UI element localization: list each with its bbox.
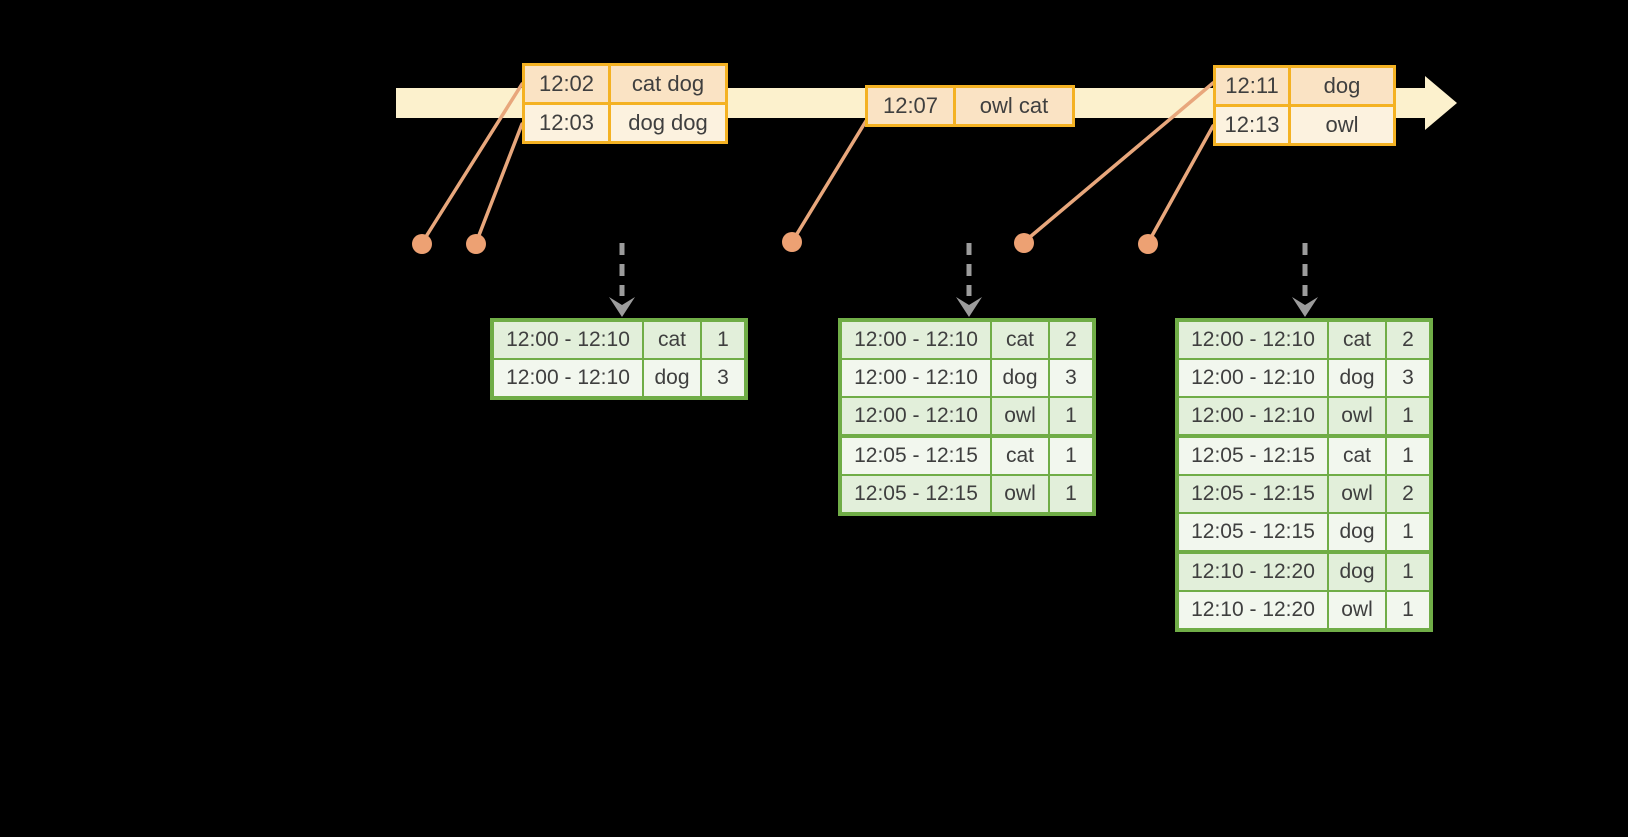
count-cell: 3 xyxy=(1385,360,1429,396)
event-words: owl xyxy=(1325,112,1359,137)
count-cell: 2 xyxy=(1385,322,1429,358)
count-cell: 1 xyxy=(700,322,744,358)
trigger-arrowhead-icon xyxy=(609,297,635,317)
table-row: 12:05 - 12:15 owl 2 xyxy=(1179,474,1429,512)
window-cell: 12:00 - 12:10 xyxy=(506,366,630,389)
event-row: 12:11 dog xyxy=(1216,68,1393,104)
trigger-arrows xyxy=(609,243,1318,317)
event-dot-icon xyxy=(782,232,802,252)
animal-cell: cat xyxy=(642,322,700,358)
event-time: 12:03 xyxy=(525,105,611,141)
event-dot-icon xyxy=(412,234,432,254)
connector-line-1 xyxy=(420,82,524,245)
connector-line-2 xyxy=(474,122,524,245)
count-cell: 1 xyxy=(1385,592,1429,628)
animal-cell: cat xyxy=(1327,322,1385,358)
animal-cell: owl xyxy=(990,398,1048,434)
event-words: dog xyxy=(1323,73,1361,98)
connector-lines xyxy=(420,81,1215,245)
event-time: 12:02 xyxy=(525,66,611,102)
event-time: 12:07 xyxy=(868,88,956,124)
table-row: 12:00 - 12:10 dog 3 xyxy=(1179,358,1429,396)
window-cell: 12:10 - 12:20 xyxy=(1191,560,1315,583)
result-table-3: 12:00 - 12:10 cat 2 12:00 - 12:10 dog 3 … xyxy=(1175,318,1433,632)
animal-cell: owl xyxy=(1327,476,1385,512)
count-cell: 1 xyxy=(1385,398,1429,434)
event-time: 12:11 xyxy=(1216,68,1291,104)
window-cell: 12:05 - 12:15 xyxy=(854,444,978,467)
count-cell: 1 xyxy=(1048,438,1092,474)
table-row: 12:00 - 12:10 dog 3 xyxy=(494,358,744,396)
animal-cell: dog xyxy=(642,360,700,396)
window-cell: 12:10 - 12:20 xyxy=(1191,598,1315,621)
trigger-arrowhead-icon xyxy=(1292,297,1318,317)
event-dot-icon xyxy=(466,234,486,254)
result-table-2: 12:00 - 12:10 cat 2 12:00 - 12:10 dog 3 … xyxy=(838,318,1096,516)
event-words: dog dog xyxy=(628,110,708,135)
event-row: 12:13 owl xyxy=(1216,104,1393,143)
table-row: 12:00 - 12:10 cat 2 xyxy=(1179,322,1429,358)
count-cell: 1 xyxy=(1385,514,1429,550)
trigger-arrowhead-icon xyxy=(956,297,982,317)
window-cell: 12:05 - 12:15 xyxy=(1191,520,1315,543)
count-cell: 2 xyxy=(1048,322,1092,358)
result-table-1: 12:00 - 12:10 cat 1 12:00 - 12:10 dog 3 xyxy=(490,318,748,400)
window-cell: 12:00 - 12:10 xyxy=(1191,404,1315,427)
table-row: 12:00 - 12:10 owl 1 xyxy=(1179,396,1429,434)
connector-line-3 xyxy=(790,119,868,244)
event-time: 12:13 xyxy=(1216,107,1291,143)
animal-cell: dog xyxy=(1327,360,1385,396)
animal-cell: dog xyxy=(990,360,1048,396)
connector-line-4 xyxy=(1022,81,1215,244)
table-row: 12:10 - 12:20 owl 1 xyxy=(1179,590,1429,628)
event-box-1: 12:02 cat dog 12:03 dog dog xyxy=(522,63,728,144)
table-row: 12:05 - 12:15 cat 1 xyxy=(842,434,1092,474)
window-cell: 12:00 - 12:10 xyxy=(506,328,630,351)
window-cell: 12:00 - 12:10 xyxy=(854,328,978,351)
animal-cell: dog xyxy=(1327,514,1385,550)
table-row: 12:05 - 12:15 cat 1 xyxy=(1179,434,1429,474)
window-cell: 12:00 - 12:10 xyxy=(854,404,978,427)
animal-cell: owl xyxy=(990,476,1048,512)
count-cell: 2 xyxy=(1385,476,1429,512)
animal-cell: cat xyxy=(990,322,1048,358)
table-row: 12:00 - 12:10 dog 3 xyxy=(842,358,1092,396)
window-cell: 12:05 - 12:15 xyxy=(1191,444,1315,467)
animal-cell: owl xyxy=(1327,592,1385,628)
table-row: 12:05 - 12:15 owl 1 xyxy=(842,474,1092,512)
window-cell: 12:00 - 12:10 xyxy=(854,366,978,389)
count-cell: 1 xyxy=(1048,476,1092,512)
count-cell: 1 xyxy=(1385,554,1429,590)
count-cell: 1 xyxy=(1385,438,1429,474)
window-cell: 12:00 - 12:10 xyxy=(1191,328,1315,351)
event-row: 12:03 dog dog xyxy=(525,102,725,141)
event-words: cat dog xyxy=(631,71,705,96)
animal-cell: dog xyxy=(1327,554,1385,590)
animal-cell: owl xyxy=(1327,398,1385,434)
count-cell: 3 xyxy=(700,360,744,396)
event-box-3: 12:11 dog 12:13 owl xyxy=(1213,65,1396,146)
table-row: 12:10 - 12:20 dog 1 xyxy=(1179,550,1429,590)
event-row: 12:02 cat dog xyxy=(525,66,725,102)
event-dot-icon xyxy=(1014,233,1034,253)
count-cell: 3 xyxy=(1048,360,1092,396)
event-row: 12:07 owl cat xyxy=(868,88,1072,124)
count-cell: 1 xyxy=(1048,398,1092,434)
event-dot-icon xyxy=(1138,234,1158,254)
event-words: owl cat xyxy=(979,93,1049,118)
window-cell: 12:05 - 12:15 xyxy=(854,482,978,505)
window-cell: 12:05 - 12:15 xyxy=(1191,482,1315,505)
table-row: 12:00 - 12:10 cat 1 xyxy=(494,322,744,358)
table-row: 12:00 - 12:10 owl 1 xyxy=(842,396,1092,434)
table-row: 12:00 - 12:10 cat 2 xyxy=(842,322,1092,358)
table-row: 12:05 - 12:15 dog 1 xyxy=(1179,512,1429,550)
window-cell: 12:00 - 12:10 xyxy=(1191,366,1315,389)
animal-cell: cat xyxy=(1327,438,1385,474)
connector-line-5 xyxy=(1146,124,1215,245)
timeline-arrow-icon xyxy=(1425,76,1457,130)
animal-cell: cat xyxy=(990,438,1048,474)
event-box-2: 12:07 owl cat xyxy=(865,85,1075,127)
